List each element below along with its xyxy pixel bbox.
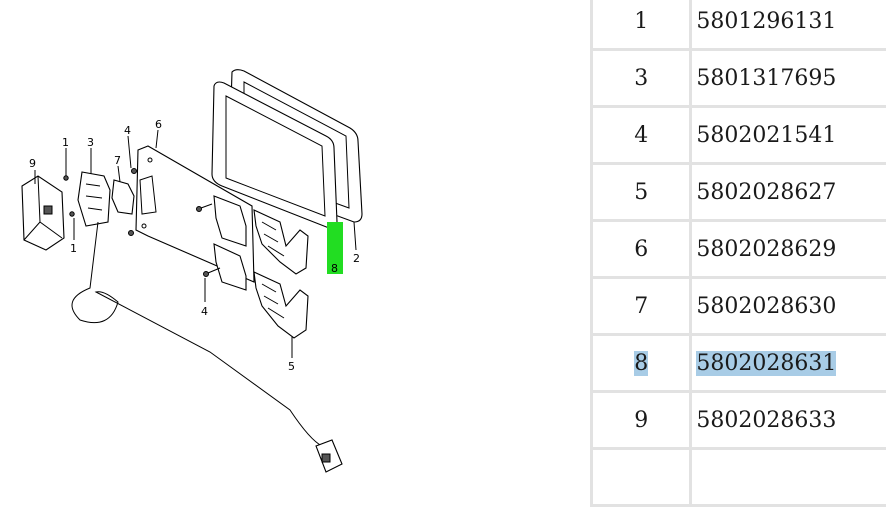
screw-lower[interactable] (203, 267, 221, 277)
position-cell: 3 (590, 51, 693, 108)
diagram-svg: 9 1 3 4 7 6 1 4 5 8 2 (21, 69, 363, 473)
position-cell: 4 (590, 108, 693, 165)
hinge-bracket-lower[interactable] (213, 243, 247, 291)
callout-1-bottom[interactable]: 1 (70, 242, 77, 255)
position-cell: 7 (590, 279, 693, 336)
part-number-cell: 5801296131 (692, 0, 886, 51)
table-row[interactable]: 7 5802028630 (590, 279, 886, 336)
part-number-cell: 5802028631 (692, 336, 886, 393)
hinge-lower[interactable] (253, 271, 309, 339)
latch[interactable] (111, 179, 135, 215)
callout-5[interactable]: 5 (288, 360, 295, 373)
table-row[interactable]: 3 5801317695 (590, 51, 886, 108)
hinge-bracket-upper[interactable] (213, 195, 247, 247)
table-row[interactable]: 4 5802021541 (590, 108, 886, 165)
part-number-cell: 5802028633 (692, 393, 886, 450)
part-number-cell: 5802028630 (692, 279, 886, 336)
screw-upper[interactable] (196, 203, 213, 212)
callout-2[interactable]: 2 (353, 252, 360, 265)
part-number-cell: 5802021541 (692, 108, 886, 165)
part-number-cell: 5802028629 (692, 222, 886, 279)
table-row[interactable]: 5 5802028627 (590, 165, 886, 222)
exploded-parts-diagram: 9 1 3 4 7 6 1 4 5 8 2 (21, 69, 363, 473)
table-row-selected[interactable]: 8 5802028631 (590, 336, 886, 393)
hinge-upper[interactable] (253, 209, 309, 275)
callout-6[interactable]: 6 (155, 118, 162, 131)
callout-7[interactable]: 7 (114, 154, 121, 167)
lock-body[interactable] (77, 171, 111, 227)
seal-highlight (327, 222, 343, 274)
parts-table: 1 5801296131 3 5801317695 4 5802021541 5… (590, 0, 886, 507)
callout-4-bottom[interactable]: 4 (201, 305, 208, 318)
table-row[interactable]: 9 5802028633 (590, 393, 886, 450)
part-number-cell: 5801317695 (692, 51, 886, 108)
callout-3[interactable]: 3 (87, 136, 94, 149)
lock-housing[interactable] (21, 175, 65, 251)
position-cell: 8 (590, 336, 693, 393)
callout-4-top[interactable]: 4 (124, 124, 131, 137)
callout-9[interactable]: 9 (29, 157, 36, 170)
part-number-cell (692, 450, 886, 507)
callout-8[interactable]: 8 (331, 262, 338, 275)
table-row[interactable]: 1 5801296131 (590, 0, 886, 51)
release-cable[interactable] (71, 221, 323, 447)
position-cell: 9 (590, 393, 693, 450)
position-cell: 5 (590, 165, 693, 222)
part-number-cell: 5802028627 (692, 165, 886, 222)
table-row[interactable] (590, 450, 886, 507)
position-cell: 6 (590, 222, 693, 279)
table-row[interactable]: 6 5802028629 (590, 222, 886, 279)
callout-1-top[interactable]: 1 (62, 136, 69, 149)
cable-handle[interactable] (315, 439, 343, 473)
mounting-plate[interactable] (135, 145, 255, 283)
position-cell: 1 (590, 0, 693, 51)
small-screw[interactable] (63, 175, 75, 217)
position-cell (590, 450, 693, 507)
screw-plate[interactable] (128, 168, 137, 236)
